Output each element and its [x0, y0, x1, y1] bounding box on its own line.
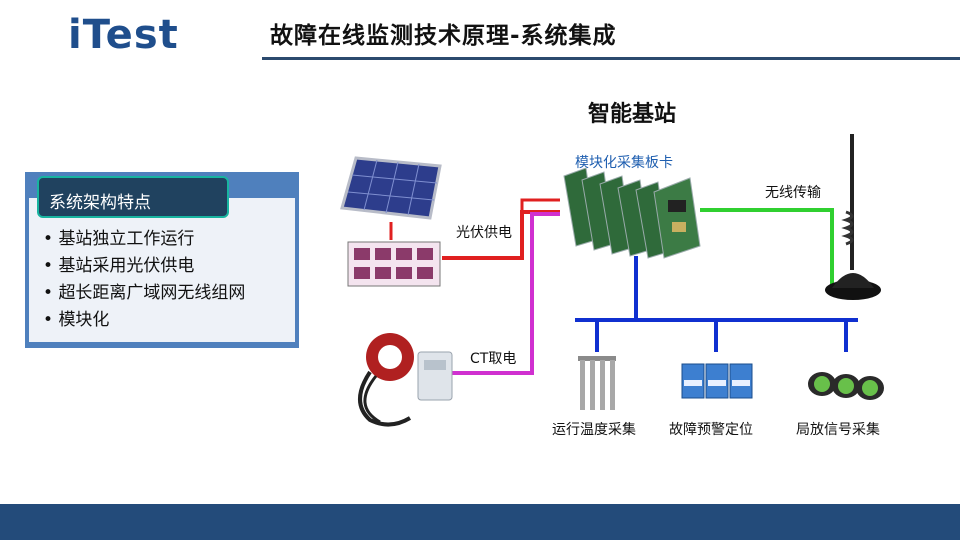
pv-label: 光伏供电 — [456, 225, 512, 241]
solar-panel-icon — [340, 156, 442, 220]
features-list: • 基站独立工作运行 • 基站采用光伏供电 • 超长距离广域网无线组网 • 模块… — [43, 226, 245, 334]
ct-label: CT取电 — [470, 351, 517, 367]
sensor-label-temperature: 运行温度采集 — [552, 422, 636, 438]
features-panel-heading: 系统架构特点 — [37, 176, 229, 218]
fault-locator-icon — [681, 363, 753, 399]
antenna-icon — [825, 134, 881, 300]
module-label: 模块化采集板卡 — [575, 155, 673, 171]
diagram-title: 智能基站 — [588, 102, 677, 127]
page-title: 故障在线监测技术原理-系统集成 — [270, 23, 617, 49]
temperature-probes-icon — [578, 356, 616, 410]
wireless-line — [700, 208, 834, 288]
feature-item: • 基站独立工作运行 — [43, 229, 195, 249]
title-underline — [262, 57, 960, 60]
module-boards-icon — [563, 167, 701, 259]
sensor-label-discharge: 局放信号采集 — [796, 422, 880, 438]
footer-bar — [0, 504, 960, 540]
partial-discharge-sensors-icon — [808, 372, 884, 400]
ct-transformer-icon — [358, 333, 453, 427]
features-heading-text: 系统架构特点 — [49, 193, 151, 213]
pv-power-line-2 — [520, 198, 560, 212]
feature-item: • 模块化 — [43, 310, 110, 330]
feature-item: • 超长距离广域网无线组网 — [43, 283, 246, 303]
logo-text: iTest — [68, 12, 179, 58]
wireless-label: 无线传输 — [765, 185, 821, 201]
features-panel: 系统架构特点 • 基站独立工作运行 • 基站采用光伏供电 • 超长距离广域网无线… — [25, 172, 299, 348]
sensor-label-fault: 故障预警定位 — [669, 422, 753, 438]
battery-pack-icon — [347, 241, 441, 287]
features-panel-body — [29, 198, 295, 342]
feature-item: • 基站采用光伏供电 — [43, 256, 195, 276]
ct-power-line — [452, 212, 560, 375]
